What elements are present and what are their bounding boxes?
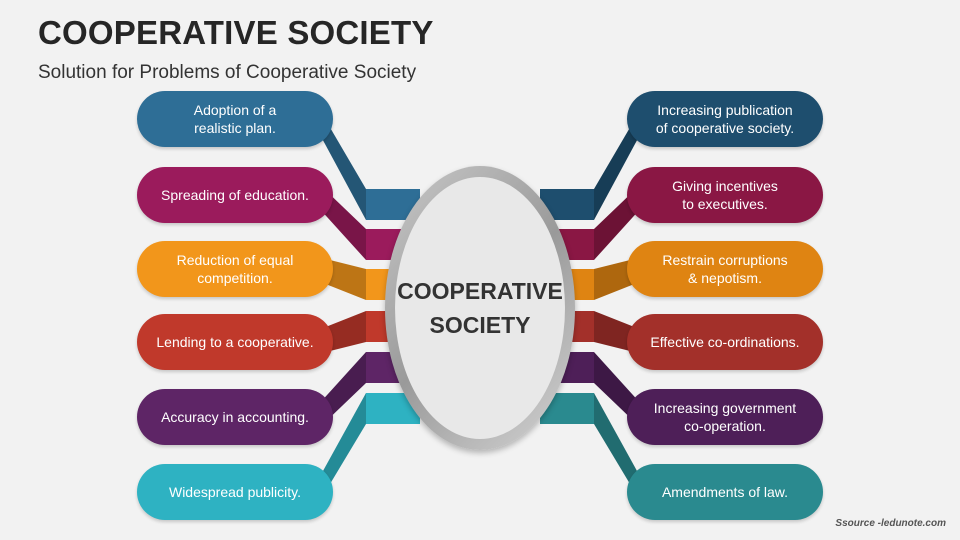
right-item-3: Restrain corruptions & nepotism. [627,241,823,297]
left-item-2: Spreading of education. [137,167,333,223]
left-item-6: Widespread publicity. [137,464,333,520]
left-connector-1 [318,107,366,220]
left-connector-6 [318,393,366,504]
right-connector-1 [594,107,642,220]
left-item-4: Lending to a cooperative. [137,314,333,370]
page-title: COOPERATIVE SOCIETY [38,14,434,51]
right-item-6: Amendments of law. [627,464,823,520]
right-band-6 [540,393,594,424]
left-item-1: Adoption of a realistic plan. [137,91,333,147]
right-item-2: Giving incentives to executives. [627,167,823,223]
right-item-1: Increasing publication of cooperative so… [627,91,823,147]
right-band-1 [540,189,594,220]
center-ellipse-label: COOPERATIVE SOCIETY [395,177,565,439]
left-item-3: Reduction of equal competition. [137,241,333,297]
left-item-5: Accuracy in accounting. [137,389,333,445]
right-item-4: Effective co-ordinations. [627,314,823,370]
left-band-6 [366,393,420,424]
right-connector-6 [594,393,642,504]
left-band-1 [366,189,420,220]
right-item-5: Increasing government co-operation. [627,389,823,445]
source-credit: Ssource -ledunote.com [835,518,946,529]
page-subtitle: Solution for Problems of Cooperative Soc… [38,62,417,83]
